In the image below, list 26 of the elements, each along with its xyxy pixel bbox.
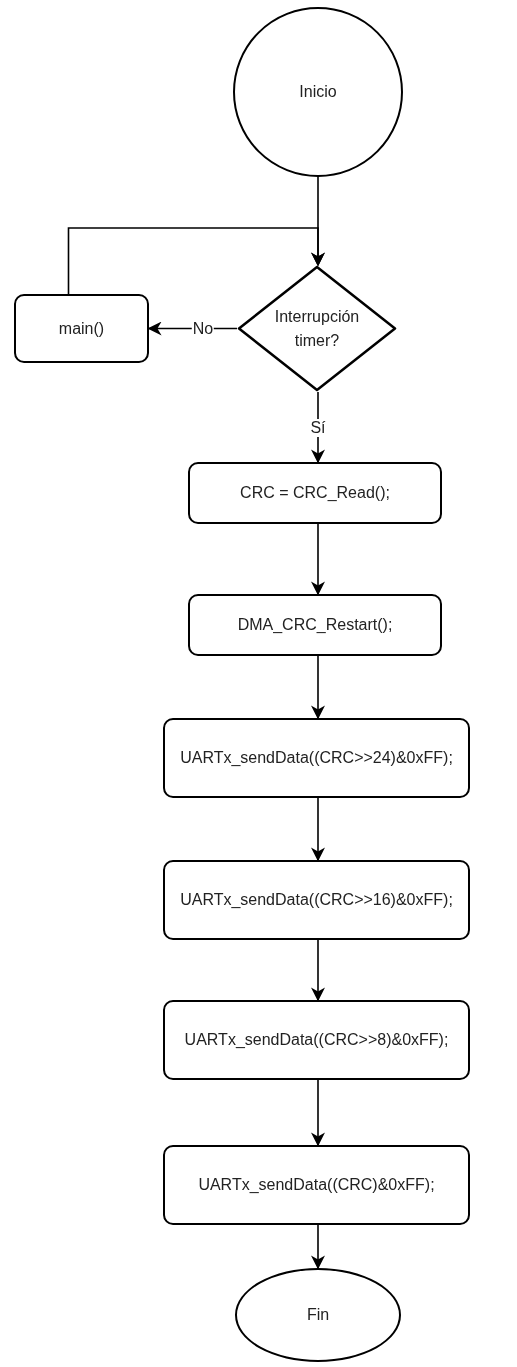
node-text: DMA_CRC_Restart(); [237,615,393,636]
arrow [67,227,325,295]
process-box [163,860,470,940]
process-box [163,1145,470,1225]
arrow [311,1224,325,1270]
arrow [311,655,325,720]
arrow [311,797,325,862]
node-text: UARTx_sendData((CRC>>8)&0xFF); [184,1030,449,1051]
node-text: Interrupción timer? [273,307,361,351]
process-box [188,462,442,524]
decision-diamond [237,265,397,392]
process-box [163,718,470,798]
process-box [163,1000,470,1080]
process-box [14,294,149,363]
arrow [311,523,325,596]
node-text: Inicio [299,82,337,103]
node-text: main() [58,318,105,339]
node-text: UARTx_sendData((CRC>>24)&0xFF); [180,748,453,769]
node-text: UARTx_sendData((CRC)&0xFF); [198,1175,435,1196]
node-text: Fin [306,1305,330,1326]
process-box [188,594,442,656]
node-text: UARTx_sendData((CRC>>16)&0xFF); [180,890,453,911]
arrow [311,939,325,1002]
arrow [311,1079,325,1147]
edge-label: Sí [309,419,327,437]
node-text: CRC = CRC_Read(); [240,483,390,504]
